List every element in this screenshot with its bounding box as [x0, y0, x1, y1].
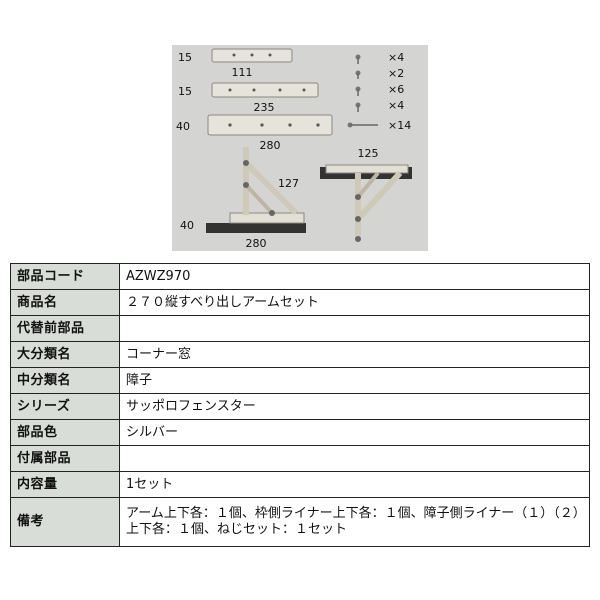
- liner-mid-length: 235: [254, 101, 275, 114]
- arm-left-length: 280: [246, 237, 267, 250]
- value-major-category: コーナー窓: [119, 341, 590, 368]
- spec-row-series: シリーズ サッポロフェンスター: [10, 393, 590, 420]
- label-middle-category: 中分類名: [10, 367, 120, 394]
- value-replaced-part: [119, 315, 590, 342]
- spec-row-accessories: 付属部品: [10, 445, 590, 472]
- liner-mid: [211, 82, 319, 98]
- label-replaced-part: 代替前部品: [10, 315, 120, 342]
- value-quantity: 1セット: [119, 471, 590, 498]
- arm-right-span: 125: [358, 147, 379, 160]
- screw-4: [355, 102, 361, 112]
- spec-row-product-name: 商品名 ２７０縦すべり出しアームセット: [10, 289, 590, 316]
- spec-row-part-code: 部品コード AZWZ970: [10, 263, 590, 290]
- label-series: シリーズ: [10, 393, 120, 420]
- label-major-category: 大分類名: [10, 341, 120, 368]
- liner-large-height: 40: [176, 120, 190, 133]
- spec-row-remarks: 備考 アーム上下各：１個、枠側ライナー上下各：１個、障子側ライナー（１）（２）上…: [10, 497, 590, 547]
- liner-mid-height: 15: [178, 85, 192, 98]
- screw-2-qty: ×2: [388, 67, 404, 80]
- label-remarks: 備考: [10, 497, 120, 547]
- value-accessories: [119, 445, 590, 472]
- spec-row-replaced-part: 代替前部品: [10, 315, 590, 342]
- liner-large-length: 280: [260, 139, 281, 152]
- liner-small-length: 111: [232, 66, 253, 79]
- label-part-code: 部品コード: [10, 263, 120, 290]
- product-illustration: 15 111 15 235 40 280 ×4 ×2 ×6 ×4 ×14: [176, 48, 412, 250]
- arm-left-depth: 40: [180, 219, 194, 232]
- screw-5: [347, 122, 378, 128]
- screw-1: [355, 54, 361, 64]
- spec-row-color: 部品色 シルバー: [10, 419, 590, 446]
- label-product-name: 商品名: [10, 289, 120, 316]
- arm-left: [206, 147, 306, 233]
- screw-2: [355, 70, 361, 79]
- label-quantity: 内容量: [10, 471, 120, 498]
- spec-row-middle-category: 中分類名 障子: [10, 367, 590, 394]
- liner-large: [207, 114, 333, 136]
- label-color: 部品色: [10, 419, 120, 446]
- value-series: サッポロフェンスター: [119, 393, 590, 420]
- spec-row-major-category: 大分類名 コーナー窓: [10, 341, 590, 368]
- screw-4-qty: ×4: [388, 99, 404, 112]
- spec-table: 部品コード AZWZ970 商品名 ２７０縦すべり出しアームセット 代替前部品 …: [10, 263, 590, 547]
- value-product-name: ２７０縦すべり出しアームセット: [119, 289, 590, 316]
- value-remarks: アーム上下各：１個、枠側ライナー上下各：１個、障子側ライナー（１）（２）上下各：…: [119, 497, 590, 547]
- value-part-code: AZWZ970: [119, 263, 590, 290]
- arm-right: [320, 164, 412, 242]
- arm-left-height: 127: [278, 177, 299, 190]
- screw-3: [355, 86, 361, 96]
- screw-1-qty: ×4: [388, 51, 404, 64]
- screw-3-qty: ×6: [388, 83, 404, 96]
- liner-small-height: 15: [178, 51, 192, 64]
- spec-row-quantity: 内容量 1セット: [10, 471, 590, 498]
- screw-5-qty: ×14: [388, 119, 411, 132]
- value-middle-category: 障子: [119, 367, 590, 394]
- liner-small: [211, 48, 293, 63]
- screw-set: ×4 ×2 ×6 ×4 ×14: [347, 51, 411, 132]
- value-color: シルバー: [119, 419, 590, 446]
- label-accessories: 付属部品: [10, 445, 120, 472]
- product-photo: 15 111 15 235 40 280 ×4 ×2 ×6 ×4 ×14: [172, 45, 428, 251]
